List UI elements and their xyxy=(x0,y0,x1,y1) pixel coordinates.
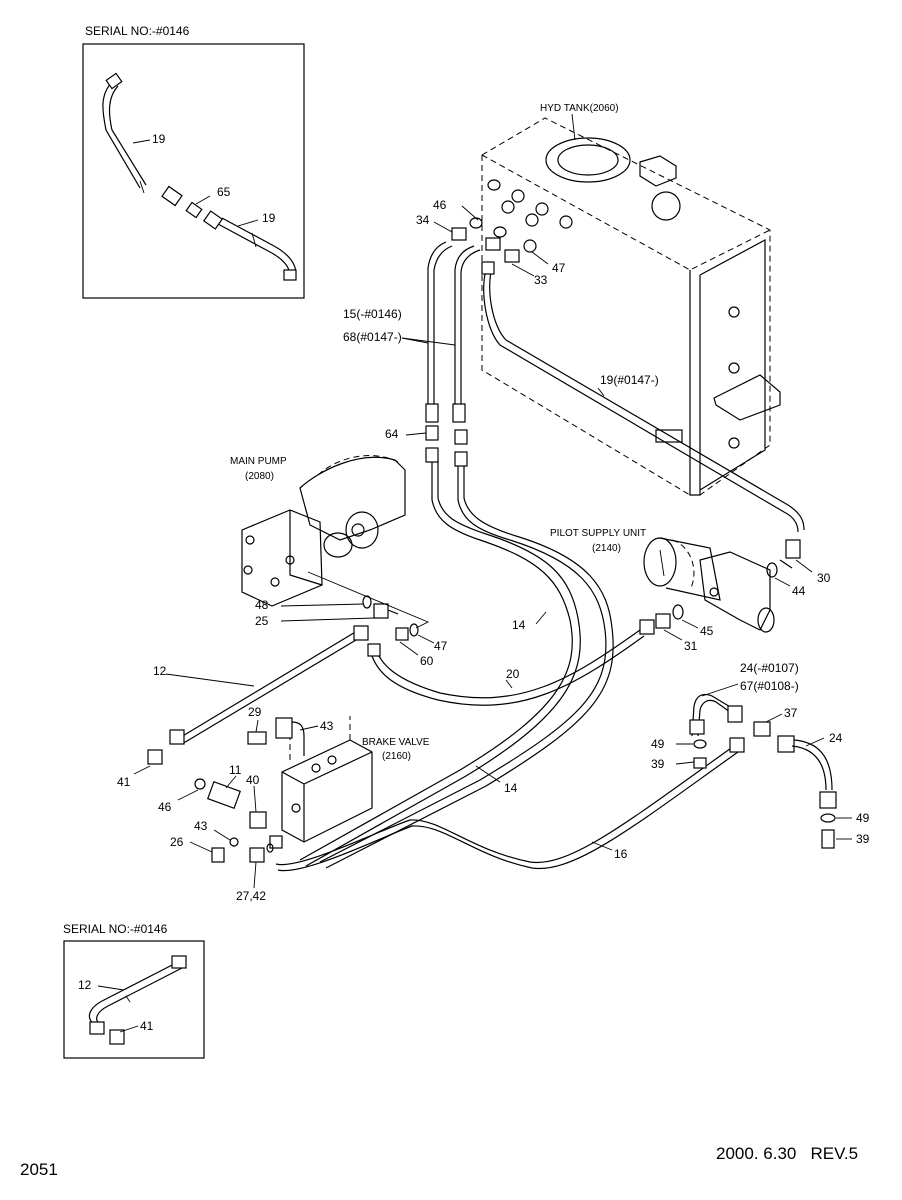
callout-49-a: 49 xyxy=(651,737,665,751)
callout-46-left: 46 xyxy=(158,800,172,814)
footer-page-number: 2051 xyxy=(20,1160,58,1179)
callout-16: 16 xyxy=(614,847,628,861)
callout-25: 25 xyxy=(255,614,269,628)
inset-top-title: SERIAL NO:-#0146 xyxy=(85,24,190,38)
callout-49-b: 49 xyxy=(856,811,870,825)
hose-16: 16 xyxy=(275,737,745,872)
brake-valve: BRAKE VALVE (2160) xyxy=(281,716,430,843)
pilot-supply-unit: PILOT SUPPLY UNIT (2140) xyxy=(550,528,775,633)
hoses-14: 14 14 xyxy=(299,447,614,869)
brake-fittings-top: 29 43 xyxy=(247,705,334,756)
callout-11: 11 xyxy=(229,763,242,777)
callout-43-top: 43 xyxy=(320,719,334,733)
callout-19-inset-top-a: 19 xyxy=(152,132,166,146)
callout-60: 60 xyxy=(420,654,434,668)
callout-45: 45 xyxy=(700,624,714,638)
label-brake-valve: BRAKE VALVE xyxy=(362,737,430,748)
label-main-pump-code: (2080) xyxy=(245,471,274,482)
label-pilot-supply: PILOT SUPPLY UNIT xyxy=(550,528,646,539)
label-hyd-tank: HYD TANK(2060) xyxy=(540,103,619,114)
callout-19-tank: 19(#0147-) xyxy=(600,373,659,387)
callout-24-b: 24 xyxy=(829,731,843,745)
inset-bottom-title: SERIAL NO:-#0146 xyxy=(63,922,168,936)
callout-41-inset: 41 xyxy=(140,1019,154,1033)
callout-44: 44 xyxy=(792,584,806,598)
callout-43-left: 43 xyxy=(194,819,208,833)
label-pilot-supply-code: (2140) xyxy=(592,543,621,554)
callout-41: 41 xyxy=(117,775,131,789)
brake-fittings-left: 41 46 11 40 43 26 27,42 xyxy=(117,749,283,903)
inset-bottom: SERIAL NO:-#0146 12 41 xyxy=(63,922,205,1059)
callout-33: 33 xyxy=(534,273,548,287)
callout-27-42: 27,42 xyxy=(236,889,266,903)
callout-30: 30 xyxy=(817,571,831,585)
hyd-tank: HYD TANK(2060) xyxy=(481,103,781,496)
callout-12: 12 xyxy=(153,664,167,678)
callout-14-lower: 14 xyxy=(504,781,518,795)
hoses-15-68: 15(-#0146) 68(#0147-) 64 xyxy=(343,241,481,445)
tank-fittings: 46 34 33 47 xyxy=(416,198,566,287)
inset-bottom-frame xyxy=(63,940,205,1059)
callout-47-tank: 47 xyxy=(552,261,566,275)
callout-14-upper: 14 xyxy=(512,618,526,632)
callout-65-inset-top: 65 xyxy=(217,185,231,199)
callout-48: 48 xyxy=(255,598,269,612)
callout-31: 31 xyxy=(684,639,698,653)
callout-19-inset-top-b: 19 xyxy=(262,211,276,225)
callout-26: 26 xyxy=(170,835,184,849)
callout-37: 37 xyxy=(784,706,798,720)
callout-40: 40 xyxy=(246,773,260,787)
callout-68: 68(#0147-) xyxy=(343,330,402,344)
label-brake-valve-code: (2160) xyxy=(382,751,411,762)
callout-39-a: 39 xyxy=(651,757,665,771)
callout-29: 29 xyxy=(248,705,262,719)
hose-20: 20 xyxy=(367,619,655,706)
pilot-fittings: 30 44 45 31 xyxy=(655,539,831,653)
right-fittings: 24(-#0107) 67(#0108-) 37 49 39 24 49 39 xyxy=(651,661,870,849)
callout-20: 20 xyxy=(506,667,520,681)
main-pump: MAIN PUMP (2080) xyxy=(230,455,406,607)
footer-date-rev: 2000. 6.30 REV.5 xyxy=(716,1144,858,1163)
callout-15: 15(-#0146) xyxy=(343,307,402,321)
callout-64: 64 xyxy=(385,427,399,441)
callout-24-a: 24(-#0107) xyxy=(740,661,799,675)
hose-12: 12 xyxy=(153,625,369,745)
label-main-pump: MAIN PUMP xyxy=(230,456,287,467)
callout-47-pump: 47 xyxy=(434,639,448,653)
inset-top-frame xyxy=(82,43,305,299)
callout-46-tank: 46 xyxy=(433,198,447,212)
hose-19-tank: 19(#0147-) xyxy=(481,261,805,533)
callout-39-b: 39 xyxy=(856,832,870,846)
callout-12-inset: 12 xyxy=(78,978,92,992)
inset-top: SERIAL NO:-#0146 19 65 19 xyxy=(82,24,305,299)
callout-34: 34 xyxy=(416,213,430,227)
callout-67: 67(#0108-) xyxy=(740,679,799,693)
pump-fittings: 48 25 47 60 xyxy=(255,571,448,668)
